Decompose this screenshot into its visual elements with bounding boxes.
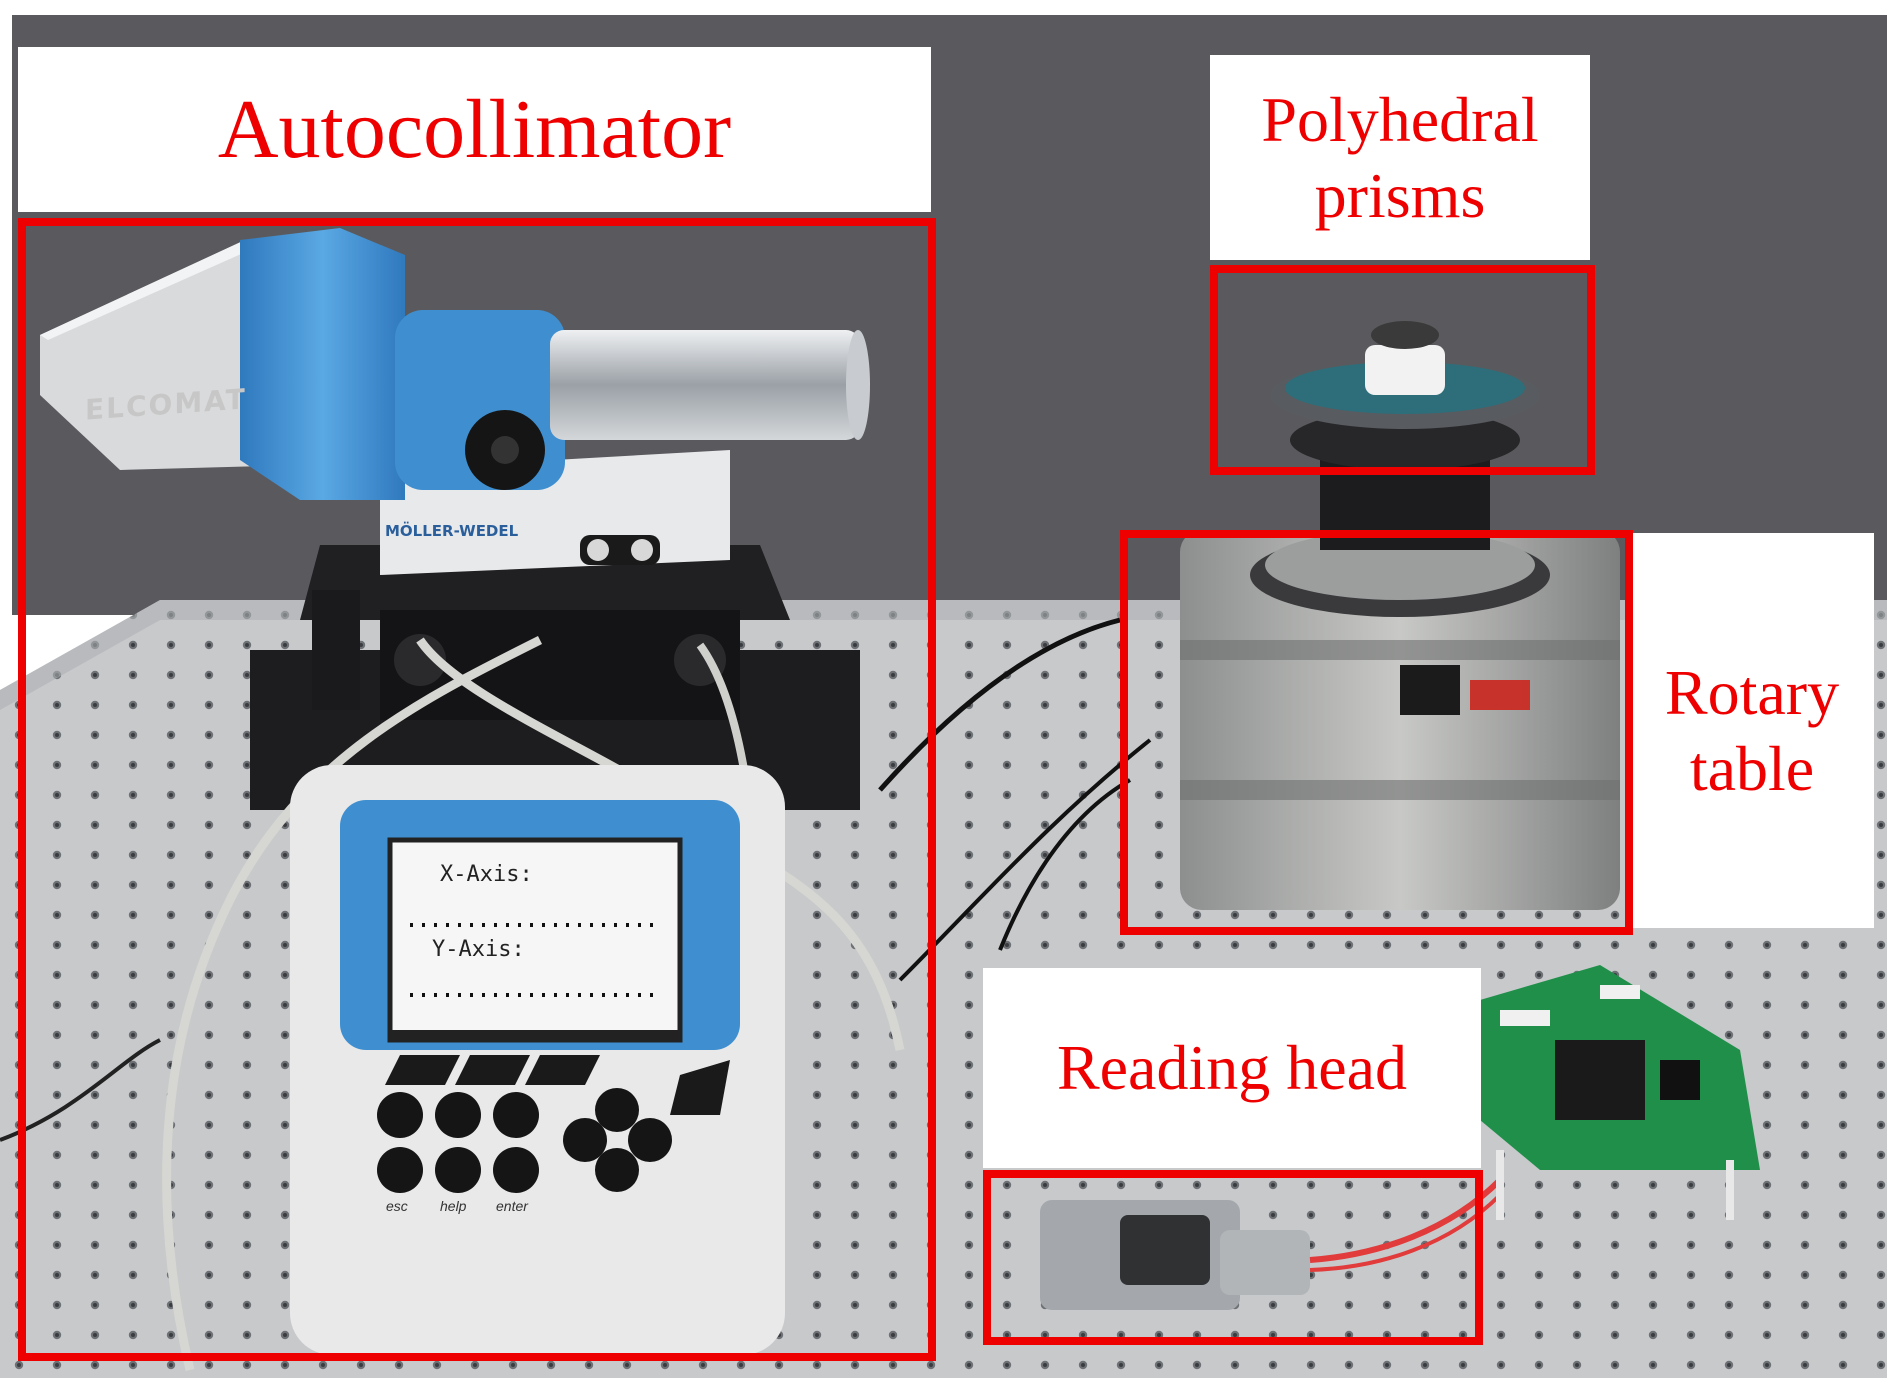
controller-screen — [387, 837, 683, 1043]
rotary-table-drum — [1180, 530, 1620, 910]
label-autocollimator: Autocollimator — [18, 47, 931, 212]
maker-plate: MÖLLER-WEDEL — [385, 522, 519, 540]
box-rotary-table — [1120, 530, 1633, 935]
key-help-label: help — [440, 1198, 467, 1214]
label-reading-head: Reading head — [983, 968, 1481, 1168]
box-polyhedral-prisms — [1210, 265, 1595, 475]
objective-tube — [550, 330, 860, 440]
key-esc-label: esc — [386, 1198, 408, 1214]
key-enter-label: enter — [496, 1198, 528, 1214]
label-polyhedral-prisms: Polyhedral prisms — [1210, 55, 1590, 260]
box-autocollimator — [18, 218, 936, 1361]
screen-y-axis-label: Y-Axis: — [432, 937, 525, 962]
elcomat-housing — [40, 240, 300, 470]
keypad — [377, 1088, 672, 1193]
box-reading-head — [983, 1170, 1483, 1345]
label-rotary-table: Rotary table — [1630, 533, 1874, 928]
blue-body — [240, 228, 405, 500]
screen-x-axis-label: X-Axis: — [440, 862, 533, 887]
